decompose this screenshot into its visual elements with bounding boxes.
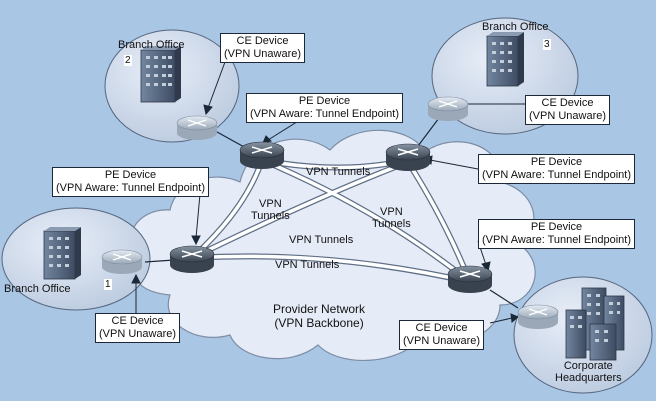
building-icon [486,32,524,87]
ce-device-label: CE Device (VPN Unaware) [95,313,181,343]
pe-device-label: PE Device (VPN Aware: Tunnel Endpoint) [52,167,209,197]
provider-line1: Provider Network [273,302,366,316]
ce-label-line2: (VPN Unaware) [403,335,481,347]
ce-device-label: CE Device (VPN Unaware) [399,320,485,350]
building-icon [43,227,81,280]
ce-router-icon [427,96,469,121]
pe-router-icon [385,143,431,171]
tunnel-word-1: VPN [259,198,282,210]
site-number-3: 3 [543,39,551,50]
provider-line2: (VPN Backbone) [274,316,364,330]
pe-label-line1: PE Device [530,156,583,168]
ce-router-icon [176,115,218,140]
site-name-branch-1: Branch Office [4,283,71,295]
pe-device-label: PE Device (VPN Aware: Tunnel Endpoint) [478,154,635,184]
building-icon [140,46,181,103]
tunnel-word-1: VPN [380,206,403,218]
pe-router-icon [169,245,215,273]
pe-label-line1: PE Device [298,95,351,107]
pe-router-icon [447,265,493,293]
tunnel-word-2: Tunnels [251,210,290,222]
pe-label-line1: PE Device [104,169,157,181]
ce-label-line2: (VPN Unaware) [224,48,302,60]
pe-router-icon [239,141,285,169]
ce-label-line1: CE Device [236,35,289,47]
site-number-2: 2 [124,55,132,66]
site-name-branch-2: Branch Office [118,39,185,51]
site-number-1: 1 [104,279,112,290]
vpn-tunnels-label: VPN Tunnels [372,206,411,230]
ce-device-label: CE Device (VPN Unaware) [220,33,306,63]
ce-device-label: CE Device (VPN Unaware) [525,95,611,125]
headquarters-building-icon [565,287,625,361]
vpn-tunnels-label: VPN Tunnels [275,259,340,271]
pe-device-label: PE Device (VPN Aware: Tunnel Endpoint) [478,219,635,249]
ce-router-icon [101,249,143,274]
provider-network-label: Provider Network (VPN Backbone) [273,302,365,330]
pe-label-line2: (VPN Aware: Tunnel Endpoint) [482,169,631,181]
pe-label-line2: (VPN Aware: Tunnel Endpoint) [56,182,205,194]
pe-label-line2: (VPN Aware: Tunnel Endpoint) [250,108,399,120]
vpn-tunnels-label: VPN Tunnels [306,166,371,178]
ce-label-line2: (VPN Unaware) [99,328,177,340]
vpn-tunnels-label: VPN Tunnels [251,198,290,222]
pe-device-label: PE Device (VPN Aware: Tunnel Endpoint) [246,93,403,123]
ce-label-line2: (VPN Unaware) [529,110,607,122]
pe-label-line2: (VPN Aware: Tunnel Endpoint) [482,234,631,246]
site-name-branch-3: Branch Office [482,21,549,33]
tunnel-word-2: Tunnels [372,218,411,230]
ce-label-line1: CE Device [415,322,468,334]
pe-label-line1: PE Device [530,221,583,233]
ce-label-line1: CE Device [541,97,594,109]
vpn-tunnels-label: VPN Tunnels [289,234,354,246]
ce-label-line1: CE Device [111,315,164,327]
ce-router-icon [517,304,559,329]
